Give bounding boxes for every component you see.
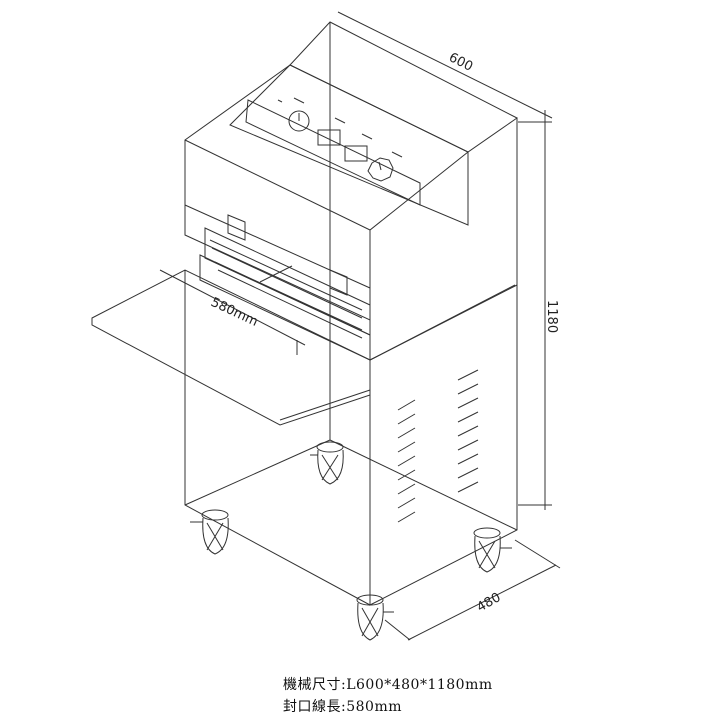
caster-back	[310, 441, 344, 485]
seal-length-caption: 封口線長:580mm	[283, 699, 402, 715]
side-vents	[397, 369, 479, 523]
dimension-width: 600	[329, 11, 553, 128]
caster-left	[190, 509, 229, 555]
control-panel	[277, 97, 403, 182]
sealing-head: 580mm	[159, 204, 371, 361]
width-dimension-label: 600	[446, 50, 475, 75]
display-2-icon	[344, 145, 368, 162]
caster-right	[473, 527, 512, 573]
front-tray	[91, 269, 371, 426]
caster-front	[356, 594, 394, 641]
height-dimension-label: 1180	[544, 300, 559, 333]
machine-size-caption: 機械尺寸:L600*480*1180mm	[283, 677, 493, 693]
cabinet-body	[184, 22, 518, 606]
gauge-icon	[367, 157, 394, 182]
dimension-height: 1180	[518, 118, 559, 510]
seal-length-label: 580mm	[208, 295, 260, 330]
timer-knob-icon	[288, 110, 310, 132]
dimension-depth: 480	[384, 539, 561, 641]
display-1-icon	[317, 129, 341, 146]
